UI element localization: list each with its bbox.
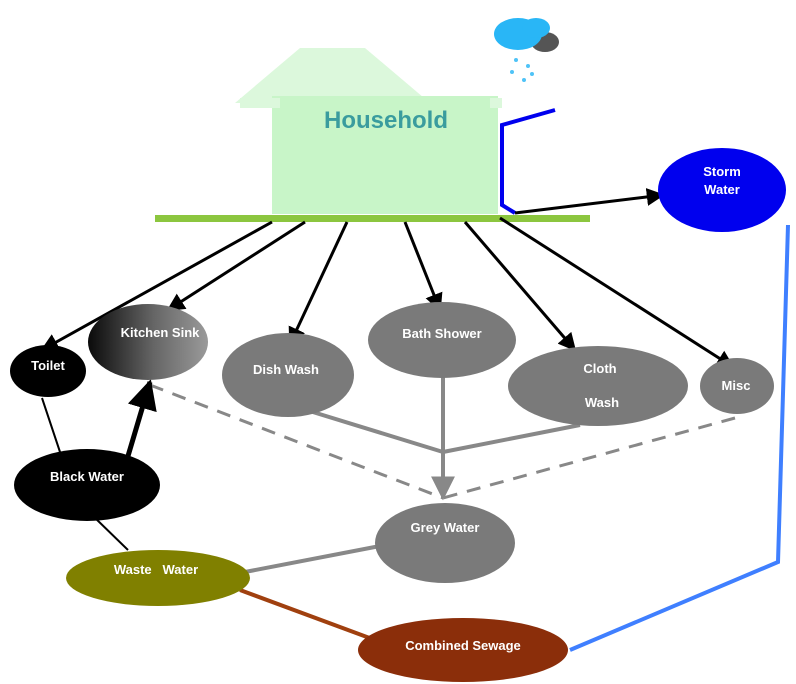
dish-wash-node bbox=[222, 333, 354, 417]
ground-line bbox=[155, 215, 590, 222]
link-to-toilet bbox=[40, 220, 273, 352]
link-black-to-waste bbox=[91, 514, 129, 551]
link-to-storm-water bbox=[514, 188, 665, 215]
kitchen-sink-node bbox=[88, 304, 208, 380]
link-toilet-to-black bbox=[41, 397, 63, 459]
black-water-label: Black Water bbox=[50, 469, 124, 484]
link-to-misc bbox=[499, 216, 735, 369]
toilet-node bbox=[10, 345, 86, 397]
grey-water-label: Grey Water bbox=[411, 520, 480, 535]
dish-wash-label: Dish Wash bbox=[253, 362, 319, 377]
link-waste-to-sewage bbox=[239, 588, 376, 642]
misc-label: Misc bbox=[722, 378, 751, 393]
toilet-label: Toilet bbox=[31, 358, 65, 373]
link-to-cloth-wash bbox=[463, 221, 577, 352]
waste-water-node bbox=[66, 550, 250, 606]
link-storm-to-sewage bbox=[569, 224, 790, 652]
grey-water-node bbox=[375, 503, 515, 583]
storm-water-label-2: Water bbox=[704, 182, 740, 197]
kitchen-sink-label: Kitchen Sink bbox=[121, 325, 201, 340]
link-misc-to-grey-dashed bbox=[442, 416, 736, 500]
drain-pipe bbox=[500, 108, 556, 215]
combined-sewage-label: Combined Sewage bbox=[405, 638, 521, 653]
link-grey-to-waste bbox=[244, 544, 381, 574]
bath-shower-label: Bath Shower bbox=[402, 326, 481, 341]
black-water-node bbox=[14, 449, 160, 521]
waste-water-label: Waste Water bbox=[114, 562, 198, 577]
link-to-dish-wash bbox=[288, 221, 349, 346]
storm-water-node bbox=[658, 148, 786, 232]
misc-node bbox=[700, 358, 774, 414]
link-to-kitchen-sink bbox=[166, 220, 306, 312]
cloth-wash-node bbox=[508, 346, 688, 426]
link-kitchen-to-grey-dashed bbox=[149, 383, 444, 500]
link-black-to-kitchen bbox=[125, 379, 157, 457]
cloth-wash-label-2: Wash bbox=[585, 395, 619, 410]
household-title: Household bbox=[324, 107, 448, 134]
link-to-bath-shower bbox=[403, 221, 443, 312]
combined-sewage-node bbox=[358, 618, 568, 682]
link-cloth-to-grey bbox=[442, 423, 581, 454]
storm-water-label-1: Storm bbox=[703, 164, 741, 179]
cloth-wash-label-1: Cloth bbox=[583, 361, 616, 376]
bath-shower-node bbox=[368, 302, 516, 378]
rain-cloud-icon bbox=[494, 18, 559, 82]
house-icon bbox=[235, 48, 502, 214]
